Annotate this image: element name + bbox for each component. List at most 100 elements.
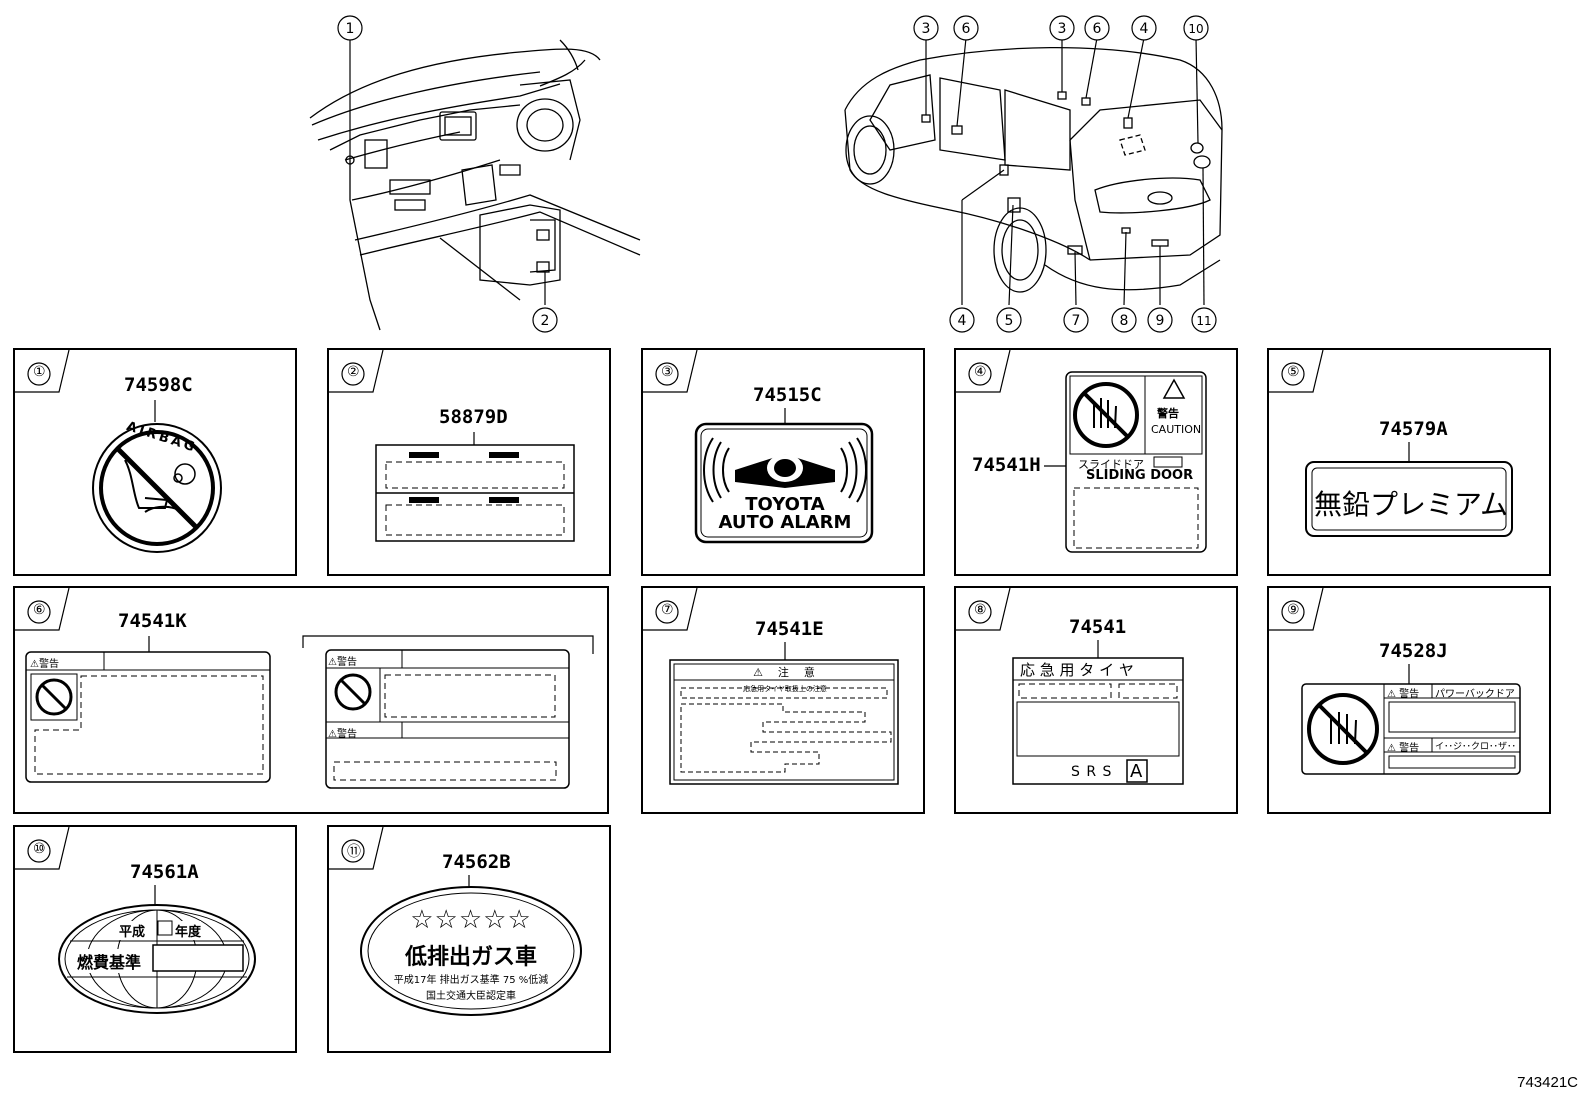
diagram-id: 743421C (1517, 1074, 1578, 1091)
panel-5: ⑤ 74579A 無鉛プレミアム (1267, 348, 1551, 576)
low-emission-label (360, 875, 582, 1016)
callout-4b: 4 (958, 313, 967, 329)
panel-10-index: ⑩ (33, 841, 46, 857)
panel-8: ⑧ 74541 応 急 用 タ イ ヤ S R S A (954, 586, 1238, 814)
interior-dashboard-drawing (309, 39, 641, 331)
callout-8: 8 (1120, 313, 1129, 329)
caution-text: CAUTION (1151, 423, 1202, 436)
airbag-warning-label (92, 400, 222, 553)
callout-3a: 3 (922, 21, 931, 37)
panel-5-part-number: 74579A (1379, 418, 1448, 440)
panel-6-tab (15, 587, 70, 631)
callout-numbers: 1 2 3 6 3 6 4 10 4 5 7 8 9 11 (346, 21, 1212, 329)
srs-box-letter: A (1130, 761, 1143, 782)
panel-4: ④ 74541H 警告 CAUTION スライドドア SLIDING DOOR (954, 348, 1238, 576)
warning-tag-left: ⚠警告 (30, 659, 59, 670)
panel-8-index: ⑧ (974, 602, 987, 618)
warning-tag-b: ⚠ 警告 (1387, 743, 1420, 754)
callout-10: 10 (1188, 22, 1203, 36)
premium-fuel-label (1305, 442, 1513, 537)
fuel-standard-text: 燃費基準 (77, 949, 142, 973)
warning-tag-right-bottom: ⚠警告 (328, 729, 357, 740)
fuel-economy-label (58, 885, 256, 1014)
panel-1-index: ① (33, 364, 46, 380)
panel-3: ③ 74515C TOYOTA AUTO ALARM (641, 348, 925, 576)
panel-7: ⑦ 74541E ⚠ 注 意 応急用タイヤ取扱上の注意 (641, 586, 925, 814)
panel-5-index: ⑤ (1287, 364, 1300, 380)
panel-1-part-number: 74598C (124, 374, 193, 396)
power-door-text: パワーバックドア (1435, 689, 1515, 700)
callout-7: 7 (1072, 313, 1081, 329)
emission-standard-text: 平成17年 排出ガス基準 75 %低減 (393, 975, 549, 986)
console-label-drawing (375, 432, 575, 542)
year-end-text: 年度 (175, 921, 202, 940)
spare-tire-header: 応 急 用 タ イ ヤ (1020, 661, 1134, 679)
panel-6-part-number: 74541K (118, 610, 187, 632)
panel-9-index: ⑨ (1287, 602, 1300, 618)
low-emission-title: 低排出ガス車 (404, 945, 537, 970)
certification-text: 国土交通大臣認定車 (426, 991, 516, 1002)
callout-1: 1 (346, 21, 355, 37)
callout-6a: 6 (962, 21, 971, 37)
power-back-door-label (1301, 664, 1521, 775)
panel-2-index: ② (347, 364, 360, 380)
panel-10: ⑩ 74561A 平成 年度 燃費基準 (13, 825, 297, 1053)
callout-3b: 3 (1058, 21, 1067, 37)
panel-7-index: ⑦ (661, 602, 674, 618)
panel-1-tab (15, 349, 70, 393)
panel-7-part-number: 74541E (755, 618, 824, 640)
warning-tag-a: ⚠ 警告 (1387, 689, 1420, 700)
warning-tag-right-top: ⚠警告 (328, 657, 357, 668)
panel-11-part-number: 74562B (442, 851, 511, 873)
callout-2: 2 (541, 313, 550, 329)
spare-tire-srs-label (1012, 640, 1184, 785)
caution-subheader: 応急用タイヤ取扱上の注意 (743, 685, 827, 693)
panel-1: ① 74598C AIRBAG (13, 348, 297, 576)
sliding-door-en: SLIDING DOOR (1086, 468, 1194, 483)
vehicle-exterior-drawing (844, 46, 1223, 293)
panel-9-tab (1269, 587, 1324, 631)
panel-3-part-number: 74515C (753, 384, 822, 406)
panel-4-index: ④ (974, 364, 987, 380)
panel-3-index: ③ (661, 364, 674, 380)
spare-tire-caution-label (669, 642, 899, 785)
panel-4-tab (956, 349, 1011, 393)
panel-4-part-number: 74541H (972, 454, 1041, 476)
panel-8-part-number: 74541 (1069, 616, 1127, 638)
panel-8-tab (956, 587, 1011, 631)
panel-11-index: ⑪ (347, 844, 361, 860)
callout-11: 11 (1196, 314, 1211, 328)
panel-6: ⑥ 74541K ⚠警告 ⚠警告 ⚠警告 (13, 586, 609, 814)
callout-leader-lines (349, 37, 1205, 306)
panel-11: ⑪ 74562B ☆☆☆☆☆ 低排出ガス車 平成17年 排出ガス基準 75 %低… (327, 825, 611, 1053)
panel-2-part-number: 58879D (439, 406, 508, 428)
panel-10-part-number: 74561A (130, 861, 199, 883)
panel-2-tab (329, 349, 384, 393)
callout-5: 5 (1005, 313, 1014, 329)
panel-10-tab (15, 826, 70, 870)
warning-jp-text: 警告 (1157, 407, 1179, 420)
alarm-line-2: AUTO ALARM (718, 512, 852, 533)
door-warning-labels (25, 635, 594, 789)
closer-text: イ･･ジ･･クロ･･ザ･･ (1435, 742, 1517, 752)
panel-6-index: ⑥ (33, 602, 46, 618)
callout-9: 9 (1156, 313, 1165, 329)
caution-header: ⚠ 注 意 (753, 666, 817, 679)
alarm-line-1: TOYOTA (745, 494, 825, 515)
era-text: 平成 (119, 921, 146, 940)
panel-7-tab (643, 587, 698, 631)
srs-text: S R S (1071, 764, 1113, 780)
premium-fuel-text: 無鉛プレミアム (1313, 488, 1509, 521)
panel-9: ⑨ 74528J ⚠ 警告 パワーバックドア ⚠ 警告 イ･･ジ･･クロ･･ザ･… (1267, 586, 1551, 814)
callout-6b: 6 (1093, 21, 1102, 37)
callout-circles (337, 15, 1217, 333)
panel-5-tab (1269, 349, 1324, 393)
panel-3-tab (643, 349, 698, 393)
panel-9-part-number: 74528J (1379, 640, 1448, 662)
panel-11-tab (329, 826, 384, 870)
sliding-door-jp: スライドドア (1078, 458, 1144, 471)
auto-alarm-label (694, 408, 874, 544)
callout-4a: 4 (1140, 21, 1149, 37)
stars: ☆☆☆☆☆ (410, 905, 532, 935)
vehicle-overview-diagram: 1 2 3 6 3 6 4 10 4 5 7 8 9 11 (309, 15, 1223, 333)
